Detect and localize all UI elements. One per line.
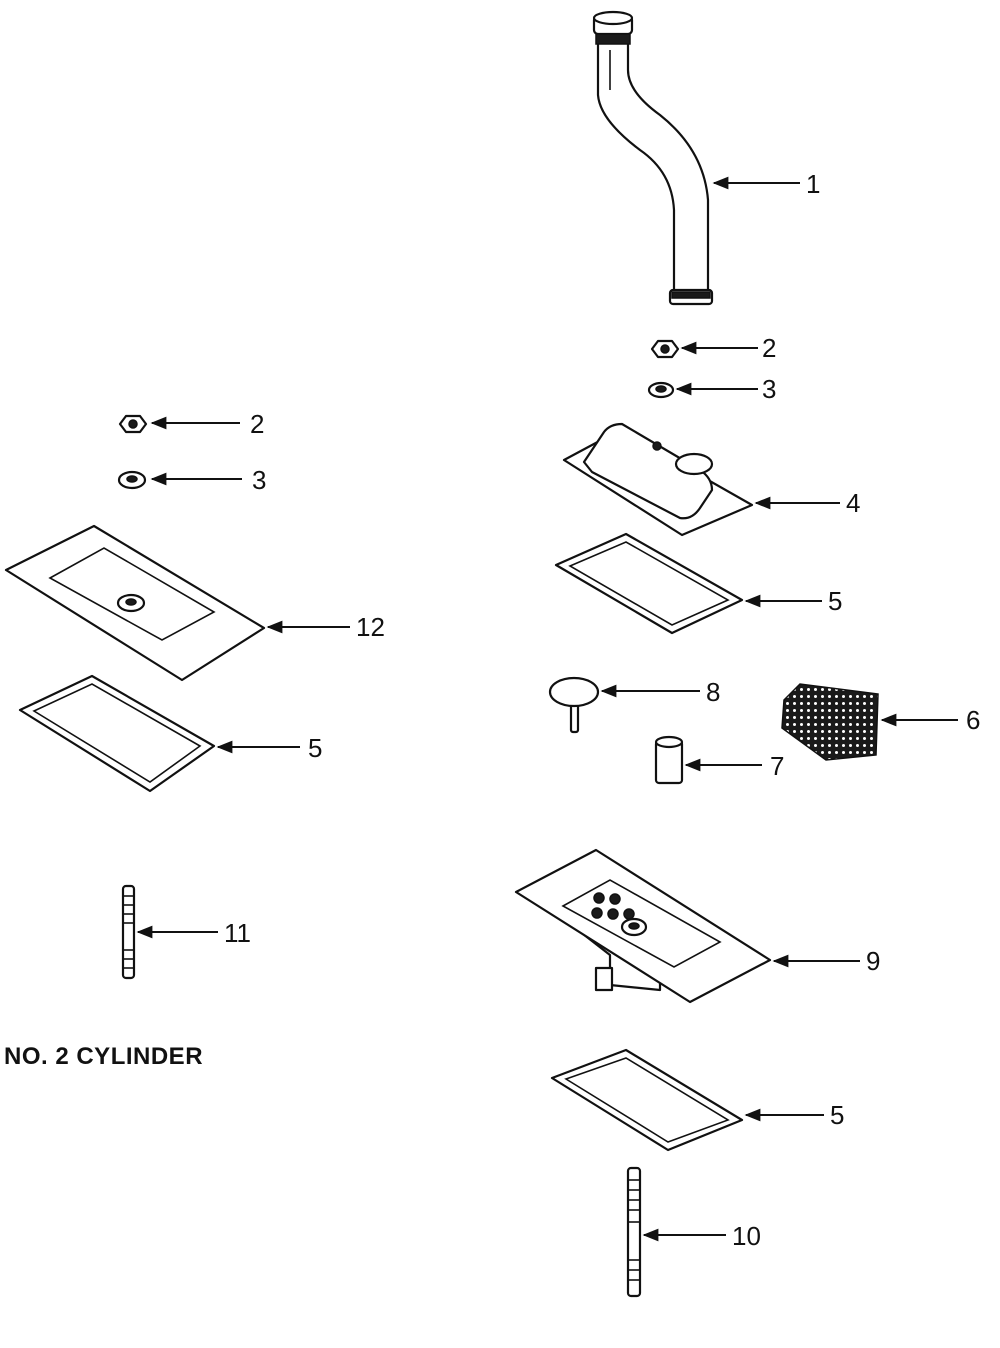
callout-11: 11 bbox=[224, 918, 251, 948]
cover-plate-part bbox=[4, 524, 266, 682]
callout-5-left: 5 bbox=[308, 733, 322, 763]
callout-3-left: 3 bbox=[252, 465, 266, 495]
washer-right-part bbox=[647, 381, 675, 399]
spacer-part bbox=[654, 735, 684, 785]
stud-short-part bbox=[121, 884, 136, 980]
washer-left-part bbox=[117, 470, 147, 490]
cylinder-caption: NO. 2 CYLINDER bbox=[4, 1043, 203, 1070]
callout-8: 8 bbox=[706, 677, 720, 707]
callout-4: 4 bbox=[846, 488, 860, 518]
gasket-right-lower-part bbox=[550, 1048, 744, 1152]
callout-3-right: 3 bbox=[762, 374, 776, 404]
callout-5-right-lower: 5 bbox=[830, 1100, 844, 1130]
callout-5-right-upper: 5 bbox=[828, 586, 842, 616]
filler-tube-part bbox=[592, 10, 714, 306]
stud-long-part bbox=[626, 1166, 642, 1298]
callout-6: 6 bbox=[966, 705, 980, 735]
hex-nut-left-part bbox=[118, 414, 148, 434]
gasket-right-upper-part bbox=[554, 532, 744, 635]
rocker-cover-part bbox=[562, 422, 754, 537]
gasket-left-part bbox=[18, 674, 216, 793]
callout-2-left: 2 bbox=[250, 409, 264, 439]
callout-10: 10 bbox=[732, 1221, 761, 1251]
callout-1: 1 bbox=[806, 169, 820, 199]
breather-mesh-element-part bbox=[781, 683, 879, 761]
baffle-valve-part bbox=[548, 676, 600, 734]
callout-7: 7 bbox=[770, 751, 784, 781]
callout-12: 12 bbox=[356, 612, 385, 642]
callout-9: 9 bbox=[866, 946, 880, 976]
breather-base-plate-part bbox=[514, 848, 772, 1004]
hex-nut-right-part bbox=[650, 339, 680, 359]
callout-2-right: 2 bbox=[762, 333, 776, 363]
